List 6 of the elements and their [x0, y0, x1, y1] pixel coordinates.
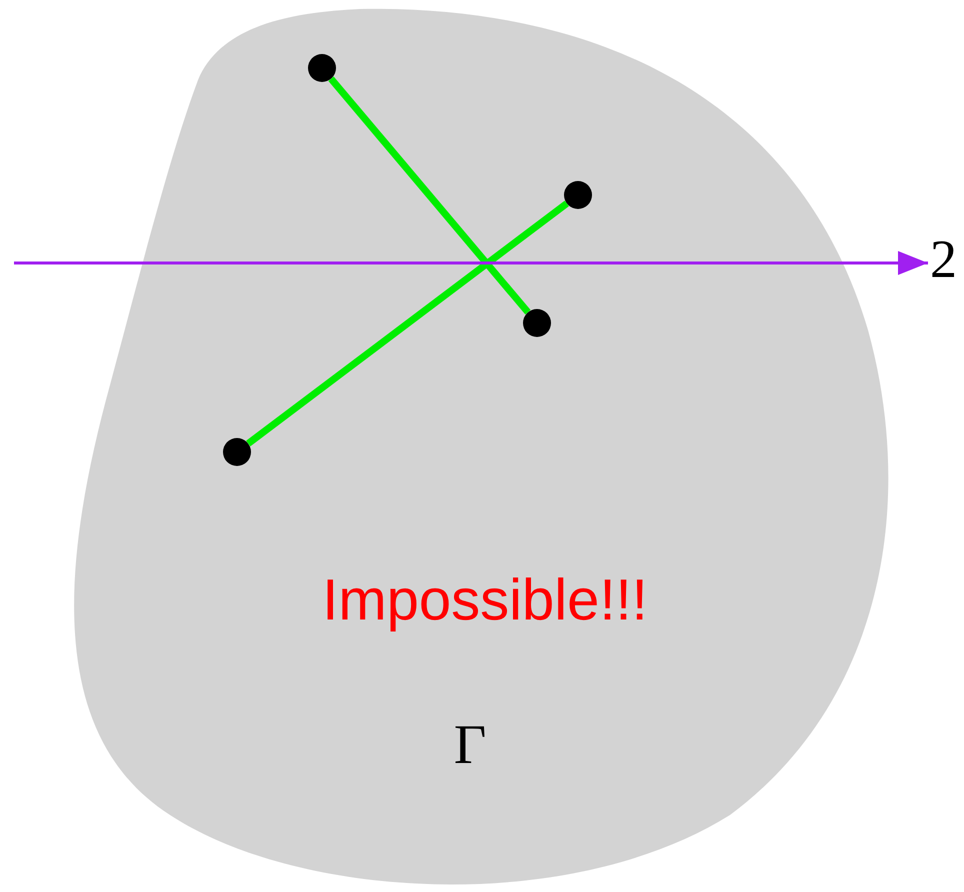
- line-segment: [246, 200, 569, 446]
- axis-label: 2: [930, 228, 957, 290]
- line-segment: [328, 76, 531, 315]
- region-text: Impossible!!!: [322, 566, 648, 634]
- region-label: Γ: [454, 713, 486, 777]
- arrow: [14, 251, 928, 275]
